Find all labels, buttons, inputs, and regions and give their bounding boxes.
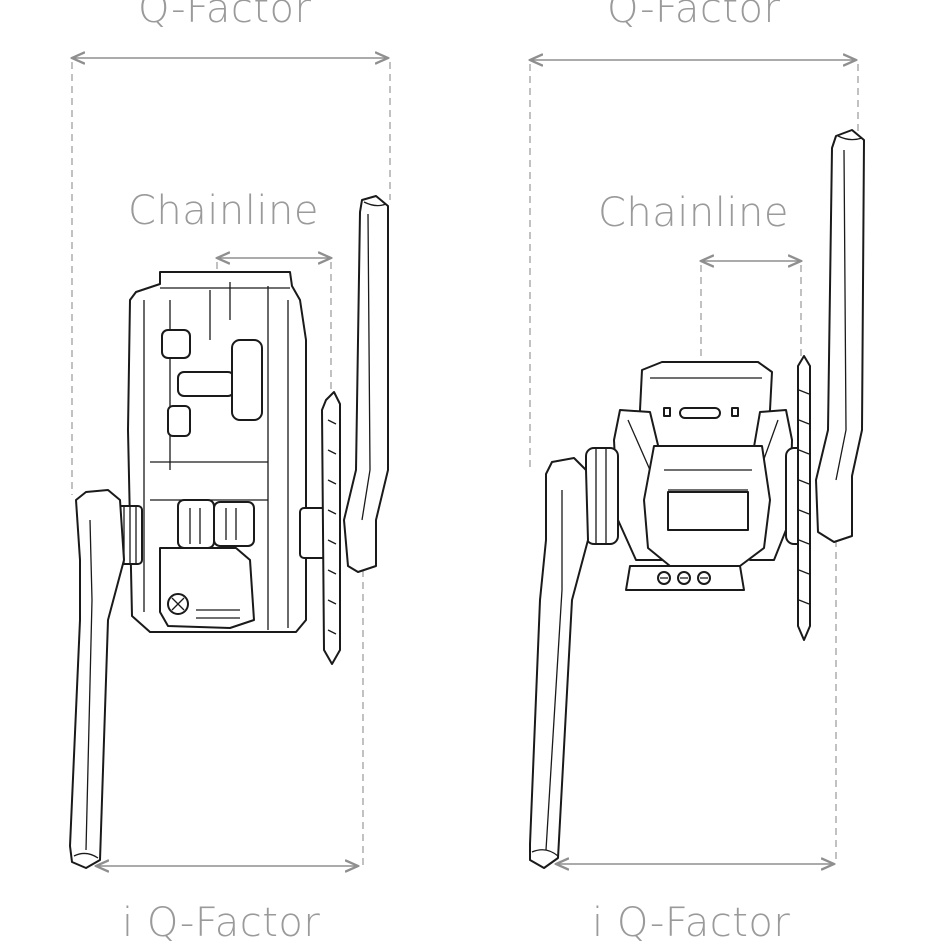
right-crank-arm-left: [529, 457, 589, 869]
right-dimension-lines: [530, 60, 859, 864]
right-q-factor-label: Q-Factor: [607, 0, 781, 32]
left-dimension-lines: [72, 58, 391, 866]
right-crank-arm-right: [815, 129, 865, 543]
left-q-factor-label: Q-Factor: [138, 0, 312, 32]
left-motor-unit: [111, 271, 327, 633]
left-chainring: [321, 391, 341, 665]
left-crank-arm-left: [69, 489, 125, 869]
left-crank-arm-right: [343, 195, 389, 573]
left-chainline-label: Chainline: [128, 188, 319, 234]
right-chainline-label: Chainline: [598, 190, 789, 236]
right-motor-unit: [585, 361, 811, 591]
right-i-q-factor-label: i Q-Factor: [592, 900, 791, 946]
right-chainring: [797, 355, 811, 641]
left-i-q-factor-label: i Q-Factor: [122, 900, 321, 946]
